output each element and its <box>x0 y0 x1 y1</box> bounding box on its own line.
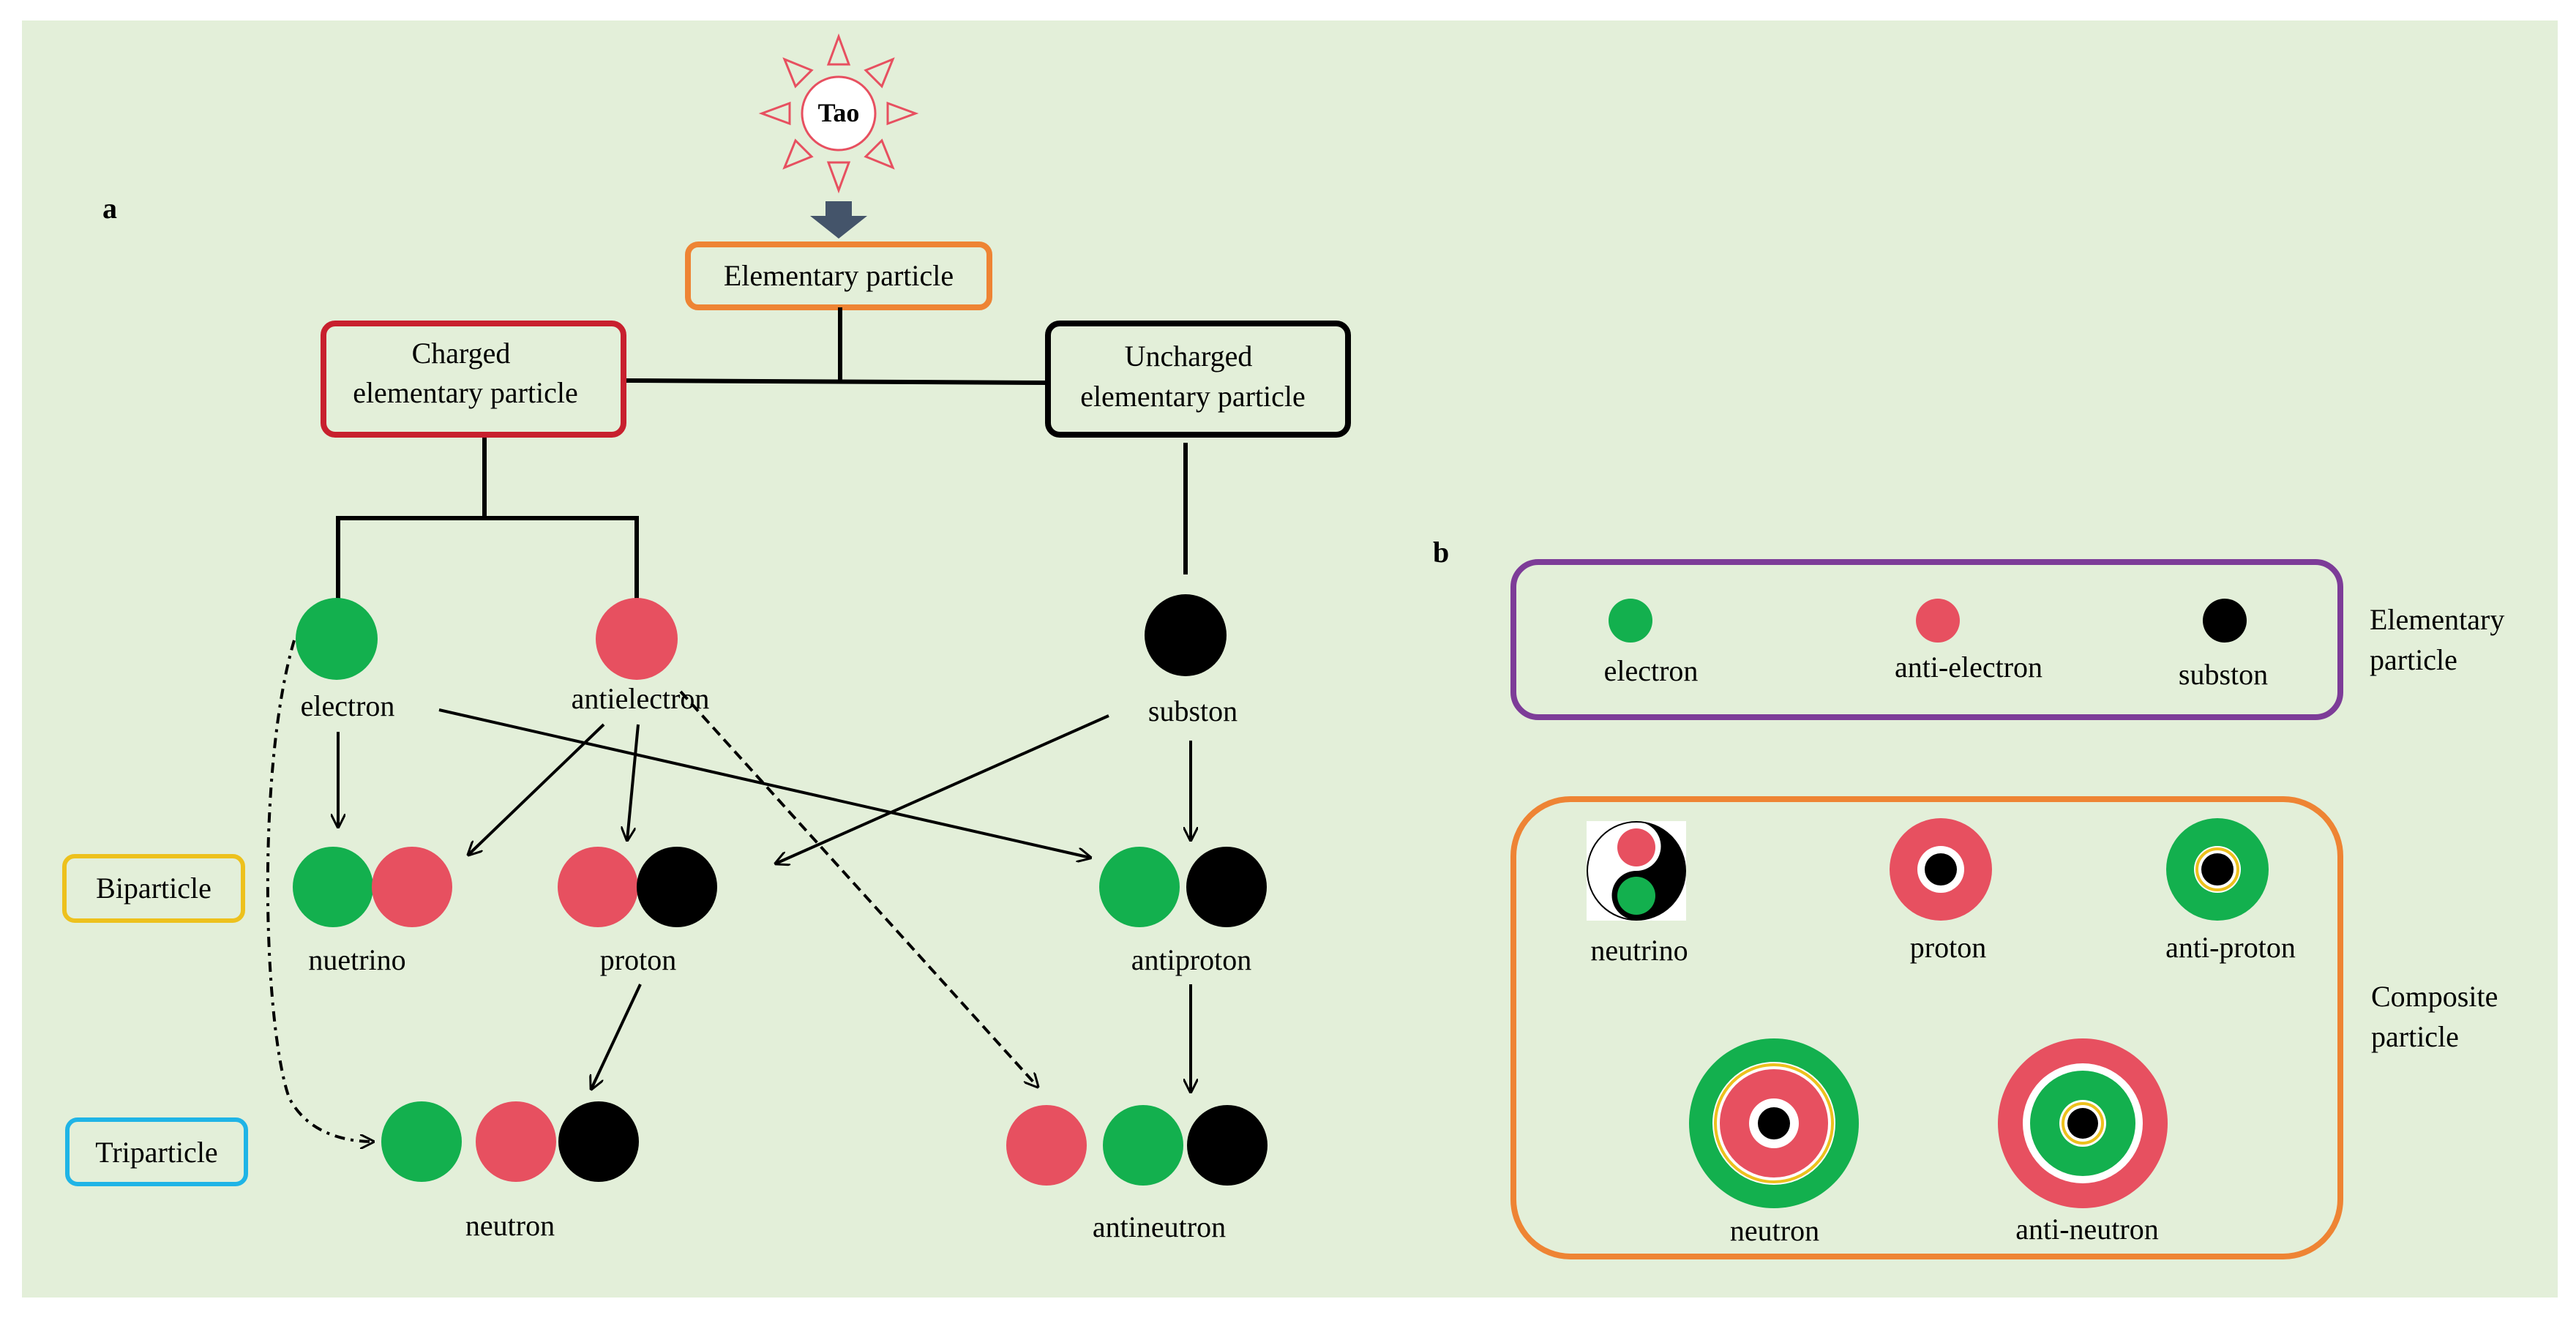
neutron-composite-label: neutron <box>1730 1214 1819 1247</box>
arrow-antielectron-proton <box>627 724 640 840</box>
proton-red-circle <box>558 847 638 927</box>
elementary-side-line2: particle <box>2370 643 2457 676</box>
triparticle-box <box>65 1117 248 1186</box>
anti-proton-composite-label: anti-proton <box>2165 931 2296 964</box>
elementary-side-line1: Elementary <box>2370 603 2504 636</box>
antiproton-green-circle <box>1099 847 1180 927</box>
neutrino-composite-label: neutrino <box>1590 934 1688 967</box>
composite-side-line1: Composite <box>2371 980 2498 1013</box>
neutron-composite-icon <box>1689 1038 1859 1208</box>
antineutron-green-circle <box>1103 1105 1183 1186</box>
legend-anti-electron-circle <box>1916 599 1960 643</box>
uncharged-line1: Uncharged <box>1125 340 1253 372</box>
anti-neutron-composite-icon <box>1998 1038 2168 1208</box>
antielectron-label: antielectron <box>572 682 710 715</box>
panel-b-label: b <box>1433 536 1449 569</box>
triparticle-label: Triparticle <box>95 1136 217 1169</box>
electron-label: electron <box>301 689 395 722</box>
tao-label: Tao <box>818 98 860 127</box>
antineutron-label: antineutron <box>1093 1210 1226 1243</box>
nuetrino-label: nuetrino <box>308 943 405 976</box>
legend-subston-circle <box>2203 599 2247 643</box>
electron-circle <box>296 598 378 680</box>
down-arrow-icon <box>810 201 867 239</box>
neutron-label: neutron <box>465 1209 555 1242</box>
anti-neutron-composite-label: anti-neutron <box>2015 1213 2159 1246</box>
nuetrino-green-circle <box>293 847 373 927</box>
antiproton-label: antiproton <box>1131 943 1251 976</box>
nuetrino-red-circle <box>372 847 452 927</box>
neutron-black-circle <box>558 1101 639 1182</box>
charged-elementary-box <box>321 321 626 438</box>
antiproton-black-circle <box>1186 847 1267 927</box>
anti-proton-composite-icon <box>2166 818 2269 921</box>
uncharged-elementary-box <box>1045 321 1351 438</box>
elementary-particle-label: Elementary particle <box>724 259 954 292</box>
uncharged-line2: elementary particle <box>1080 380 1306 413</box>
biparticle-label: Biparticle <box>96 872 211 905</box>
legend-electron-label: electron <box>1604 654 1699 687</box>
subston-circle <box>1145 594 1227 676</box>
composite-side-line2: particle <box>2371 1020 2459 1053</box>
proton-label: proton <box>600 943 676 976</box>
arrow-antielectron-nuetrino <box>468 723 605 855</box>
panel-a-label: a <box>102 192 117 225</box>
proton-composite-icon <box>1890 818 1992 921</box>
neutron-red-circle <box>476 1101 556 1182</box>
arrow-antielectron-antineutron <box>679 690 1038 1087</box>
legend-electron-circle <box>1609 599 1652 643</box>
antielectron-circle <box>596 598 678 680</box>
neutrino-yinyang-icon <box>1587 821 1686 921</box>
subston-label: subston <box>1148 694 1238 727</box>
tao-sun-icon <box>758 33 919 194</box>
tree-connectors <box>336 307 1188 633</box>
proton-composite-label: proton <box>1910 931 1986 964</box>
arrow-subston-proton <box>776 714 1109 864</box>
charged-line2: elementary particle <box>353 376 578 409</box>
legend-anti-electron-label: anti-electron <box>1895 651 2043 684</box>
arrow-proton-neutron <box>591 984 642 1089</box>
relation-arrows <box>266 640 1191 1142</box>
elementary-legend-box <box>1510 559 2343 720</box>
neutron-green-circle <box>381 1101 462 1182</box>
antineutron-red-circle <box>1006 1105 1087 1186</box>
proton-black-circle <box>637 847 717 927</box>
biparticle-box <box>62 854 245 923</box>
arrow-electron-neutron <box>266 640 373 1142</box>
arrow-electron-antiproton <box>438 708 1090 858</box>
charged-line1: Charged <box>412 337 511 370</box>
antineutron-black-circle <box>1187 1105 1268 1186</box>
legend-subston-label: subston <box>2179 658 2268 691</box>
